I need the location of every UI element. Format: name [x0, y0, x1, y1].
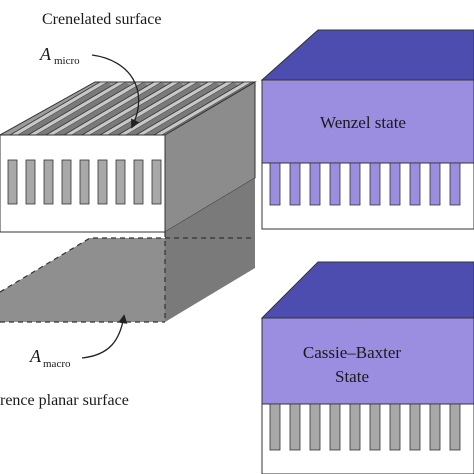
- a-micro-symbol: A: [39, 44, 52, 64]
- air-groove: [329, 403, 341, 451]
- air-groove: [389, 403, 401, 451]
- cassie-liquid-front: [261, 317, 474, 405]
- reference-planar-surface-label: rence planar surface: [0, 392, 129, 409]
- cassie-baxter-label-line1: Cassie–Baxter: [303, 343, 402, 362]
- filled-groove: [389, 162, 401, 206]
- air-groove: [409, 403, 421, 451]
- cassie-baxter-block: Cassie–Baxter State: [260, 261, 474, 474]
- filled-groove: [329, 162, 341, 206]
- wenzel-filled-grooves: [269, 162, 461, 206]
- curved-arrow-icon: [81, 314, 128, 359]
- groove: [133, 159, 144, 205]
- air-groove: [289, 403, 301, 451]
- air-groove: [309, 403, 321, 451]
- groove: [25, 159, 36, 205]
- a-macro-label: A macro: [29, 346, 71, 370]
- filled-groove: [309, 162, 321, 206]
- filled-groove: [369, 162, 381, 206]
- ridge-shadow: [144, 82, 238, 139]
- ridge-shadow: [90, 82, 184, 139]
- filled-groove: [269, 162, 281, 206]
- ridge-shadow: [54, 82, 148, 139]
- cassie-air-grooves: [269, 403, 461, 451]
- crenelated-block: [0, 81, 257, 233]
- crenelated-surface-label: Crenelated surface: [42, 11, 161, 28]
- filled-groove: [409, 162, 421, 206]
- a-macro-symbol: A: [29, 346, 42, 366]
- ridge-shadow: [18, 82, 112, 139]
- a-micro-label: A micro: [39, 44, 80, 67]
- air-groove: [369, 403, 381, 451]
- air-groove: [429, 403, 441, 451]
- cassie-liquid-top: [260, 261, 474, 319]
- planar-side-face: [165, 178, 255, 322]
- air-groove: [349, 403, 361, 451]
- cassie-baxter-label-line2: State: [335, 367, 369, 386]
- wenzel-state-label: Wenzel state: [320, 113, 406, 132]
- groove: [7, 159, 18, 205]
- curved-arrow-icon: [91, 54, 140, 129]
- filled-groove: [449, 162, 461, 206]
- a-micro-subscript: micro: [54, 55, 80, 67]
- wenzel-liquid-top: [260, 29, 474, 81]
- ridge-shadow: [72, 82, 166, 139]
- groove: [115, 159, 126, 205]
- groove: [61, 159, 72, 205]
- groove: [151, 159, 162, 205]
- ridge-shadow: [36, 82, 130, 139]
- groove: [79, 159, 90, 205]
- filled-groove: [289, 162, 301, 206]
- air-groove: [269, 403, 281, 451]
- wenzel-liquid-front: [261, 79, 474, 164]
- wenzel-state-block: Wenzel state: [260, 29, 474, 230]
- groove: [97, 159, 108, 205]
- air-groove: [449, 403, 461, 451]
- filled-groove: [349, 162, 361, 206]
- a-macro-subscript: macro: [43, 358, 71, 370]
- ridge-shadow: [126, 82, 220, 139]
- groove: [43, 159, 54, 205]
- front-teeth: [7, 159, 162, 205]
- planar-front-face: [0, 292, 165, 322]
- filled-groove: [429, 162, 441, 206]
